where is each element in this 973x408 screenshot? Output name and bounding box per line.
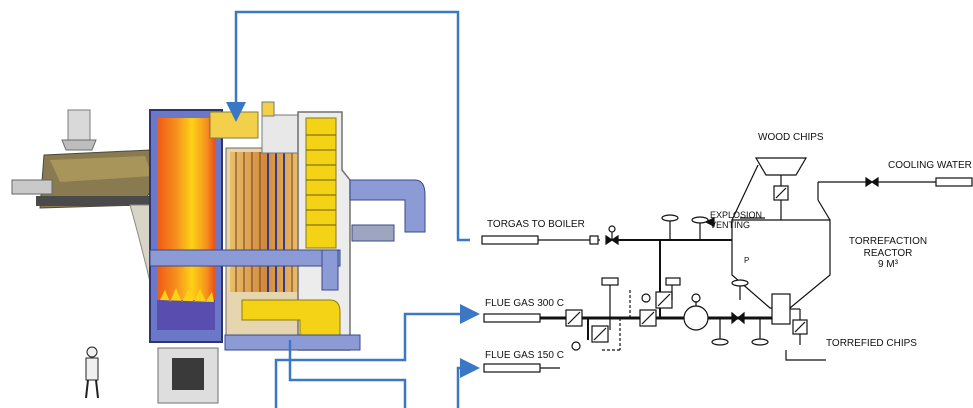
reactor-tag: P [744, 256, 749, 265]
cooling-water-label: COOLING WATER [888, 160, 972, 172]
wood-chips-label: WOOD CHIPS [758, 132, 824, 144]
boiler-base [158, 348, 218, 403]
explosion-label-line1: EXPLOSION [710, 210, 762, 220]
boiler-illustration [12, 102, 425, 403]
torrefied-chips-label: TORREFIED CHIPS [826, 338, 917, 350]
torgas-to-boiler-label: TORGAS TO BOILER [487, 219, 585, 231]
torrefaction-reactor-label: TORREFACTION REACTOR 9 M³ [848, 236, 928, 271]
person-icon [86, 347, 98, 398]
flue-gas-300-label: FLUE GAS 300 C [485, 298, 564, 310]
explosion-label-line2: VENTING [710, 220, 762, 230]
fuel-feeder [12, 110, 170, 290]
blower [684, 306, 708, 330]
reactor-label-line3: 9 M³ [848, 259, 928, 271]
flue-gas-150-label: FLUE GAS 150 C [485, 350, 564, 362]
reactor-label-line1: TORREFACTION [848, 236, 928, 248]
flue-gas-150-inlet-line [458, 368, 470, 408]
explosion-venting-label: EXPLOSION VENTING [710, 210, 762, 231]
reactor-label-line2: REACTOR [848, 248, 928, 260]
